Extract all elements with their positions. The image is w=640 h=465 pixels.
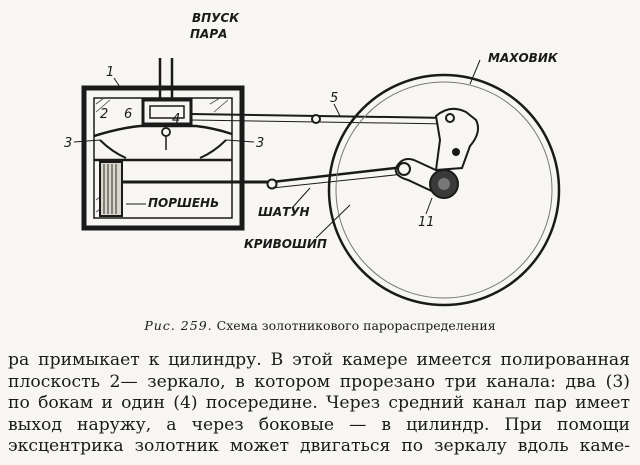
piston — [99, 161, 123, 217]
steam-inlet-pipe — [158, 58, 174, 100]
flywheel — [327, 73, 561, 307]
steam-engine-diagram: ВПУСК ПАРА МАХОВИК ПОРШЕНЬ ШАТУН КРИВОШИ… — [64, 11, 561, 307]
steam-inlet-label-1: ВПУСК — [192, 11, 240, 25]
label-4: 4 — [172, 112, 180, 127]
connecting-rod — [271, 165, 405, 184]
label-3-right: 3 — [256, 136, 264, 151]
eccentric-arm — [434, 107, 479, 172]
text-line: плоскость 2— зеркало, в котором прорезан… — [8, 371, 630, 392]
cylinder-body — [81, 85, 245, 231]
label-3-left: 3 — [64, 136, 72, 151]
crosshead-pin — [266, 178, 278, 190]
label-1: 1 — [106, 65, 114, 80]
connecting-rod-label: ШАТУН — [258, 205, 310, 219]
crank-label: КРИВОШИП — [244, 237, 327, 251]
eccentric-rod — [190, 113, 451, 119]
figure-number: Рис. 259. — [144, 318, 213, 333]
label-11: 11 — [418, 215, 435, 230]
label-2: 2 — [100, 107, 108, 122]
piston-label: ПОРШЕНЬ — [148, 196, 219, 210]
text-line: выход наружу, а через боковые — в цилинд… — [8, 414, 630, 435]
steam-inlet-label-2: ПАРА — [190, 27, 227, 41]
figure-caption: Рис. 259. Схема золотникового парораспре… — [0, 318, 640, 333]
text-line: по бокам и один (4) посередине. Через ср… — [8, 393, 630, 413]
figure-title: Схема золотникового парораспределения — [216, 318, 496, 333]
label-5: 5 — [330, 91, 338, 106]
body-text: ра примыкает к цилиндру. В этой камере и… — [8, 350, 630, 458]
label-6: 6 — [124, 107, 132, 122]
flywheel-label: МАХОВИК — [488, 51, 559, 65]
text-line: ра примыкает к цилиндру. В этой камере и… — [8, 350, 630, 370]
eccentric-pin — [311, 114, 321, 124]
text-line: эксцентрика золотник может двигаться по … — [8, 436, 630, 456]
